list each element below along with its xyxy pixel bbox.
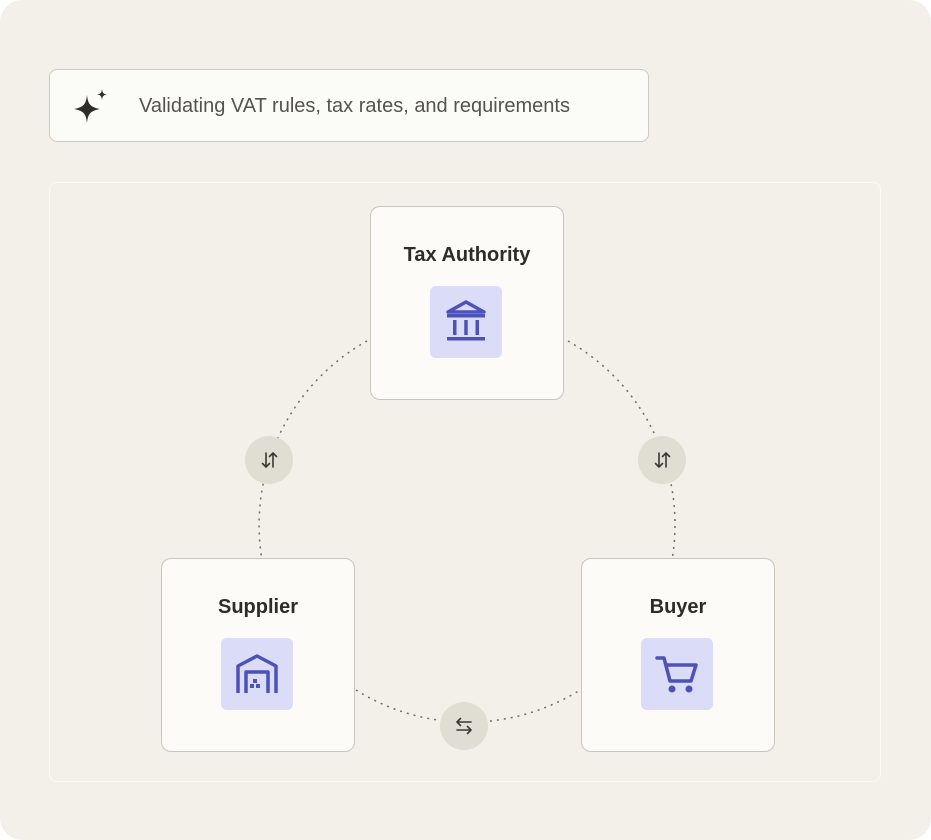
arrows-up-down-icon bbox=[261, 452, 278, 468]
node-tax-authority: Tax Authority bbox=[370, 206, 564, 400]
tax-authority-icon-tile bbox=[430, 286, 502, 358]
link-supplier-buyer bbox=[355, 689, 581, 723]
node-buyer: Buyer bbox=[581, 558, 775, 752]
arrows-left-right-icon bbox=[456, 717, 472, 735]
status-bar: Validating VAT rules, tax rates, and req… bbox=[49, 69, 649, 142]
warehouse-icon bbox=[236, 654, 278, 693]
connector-buyer-tax-authority bbox=[638, 436, 686, 484]
buyer-icon-tile bbox=[641, 638, 713, 710]
connector-supplier-buyer bbox=[440, 702, 488, 750]
arrows-up-down-icon bbox=[654, 452, 671, 468]
supplier-icon-tile bbox=[221, 638, 293, 710]
link-tax-authority-buyer bbox=[567, 340, 676, 561]
diagram-panel bbox=[49, 182, 881, 782]
node-label-buyer: Buyer bbox=[649, 596, 707, 618]
sparkle-icon bbox=[74, 89, 107, 123]
connector-supplier-tax-authority bbox=[245, 436, 293, 484]
bank-icon bbox=[446, 300, 486, 341]
status-text: Validating VAT rules, tax rates, and req… bbox=[139, 95, 570, 117]
node-supplier: Supplier bbox=[161, 558, 355, 752]
node-label-supplier: Supplier bbox=[217, 596, 298, 618]
node-label-tax-authority: Tax Authority bbox=[403, 244, 531, 266]
shopping-cart-icon bbox=[655, 656, 698, 693]
link-tax-authority-supplier bbox=[258, 340, 368, 561]
